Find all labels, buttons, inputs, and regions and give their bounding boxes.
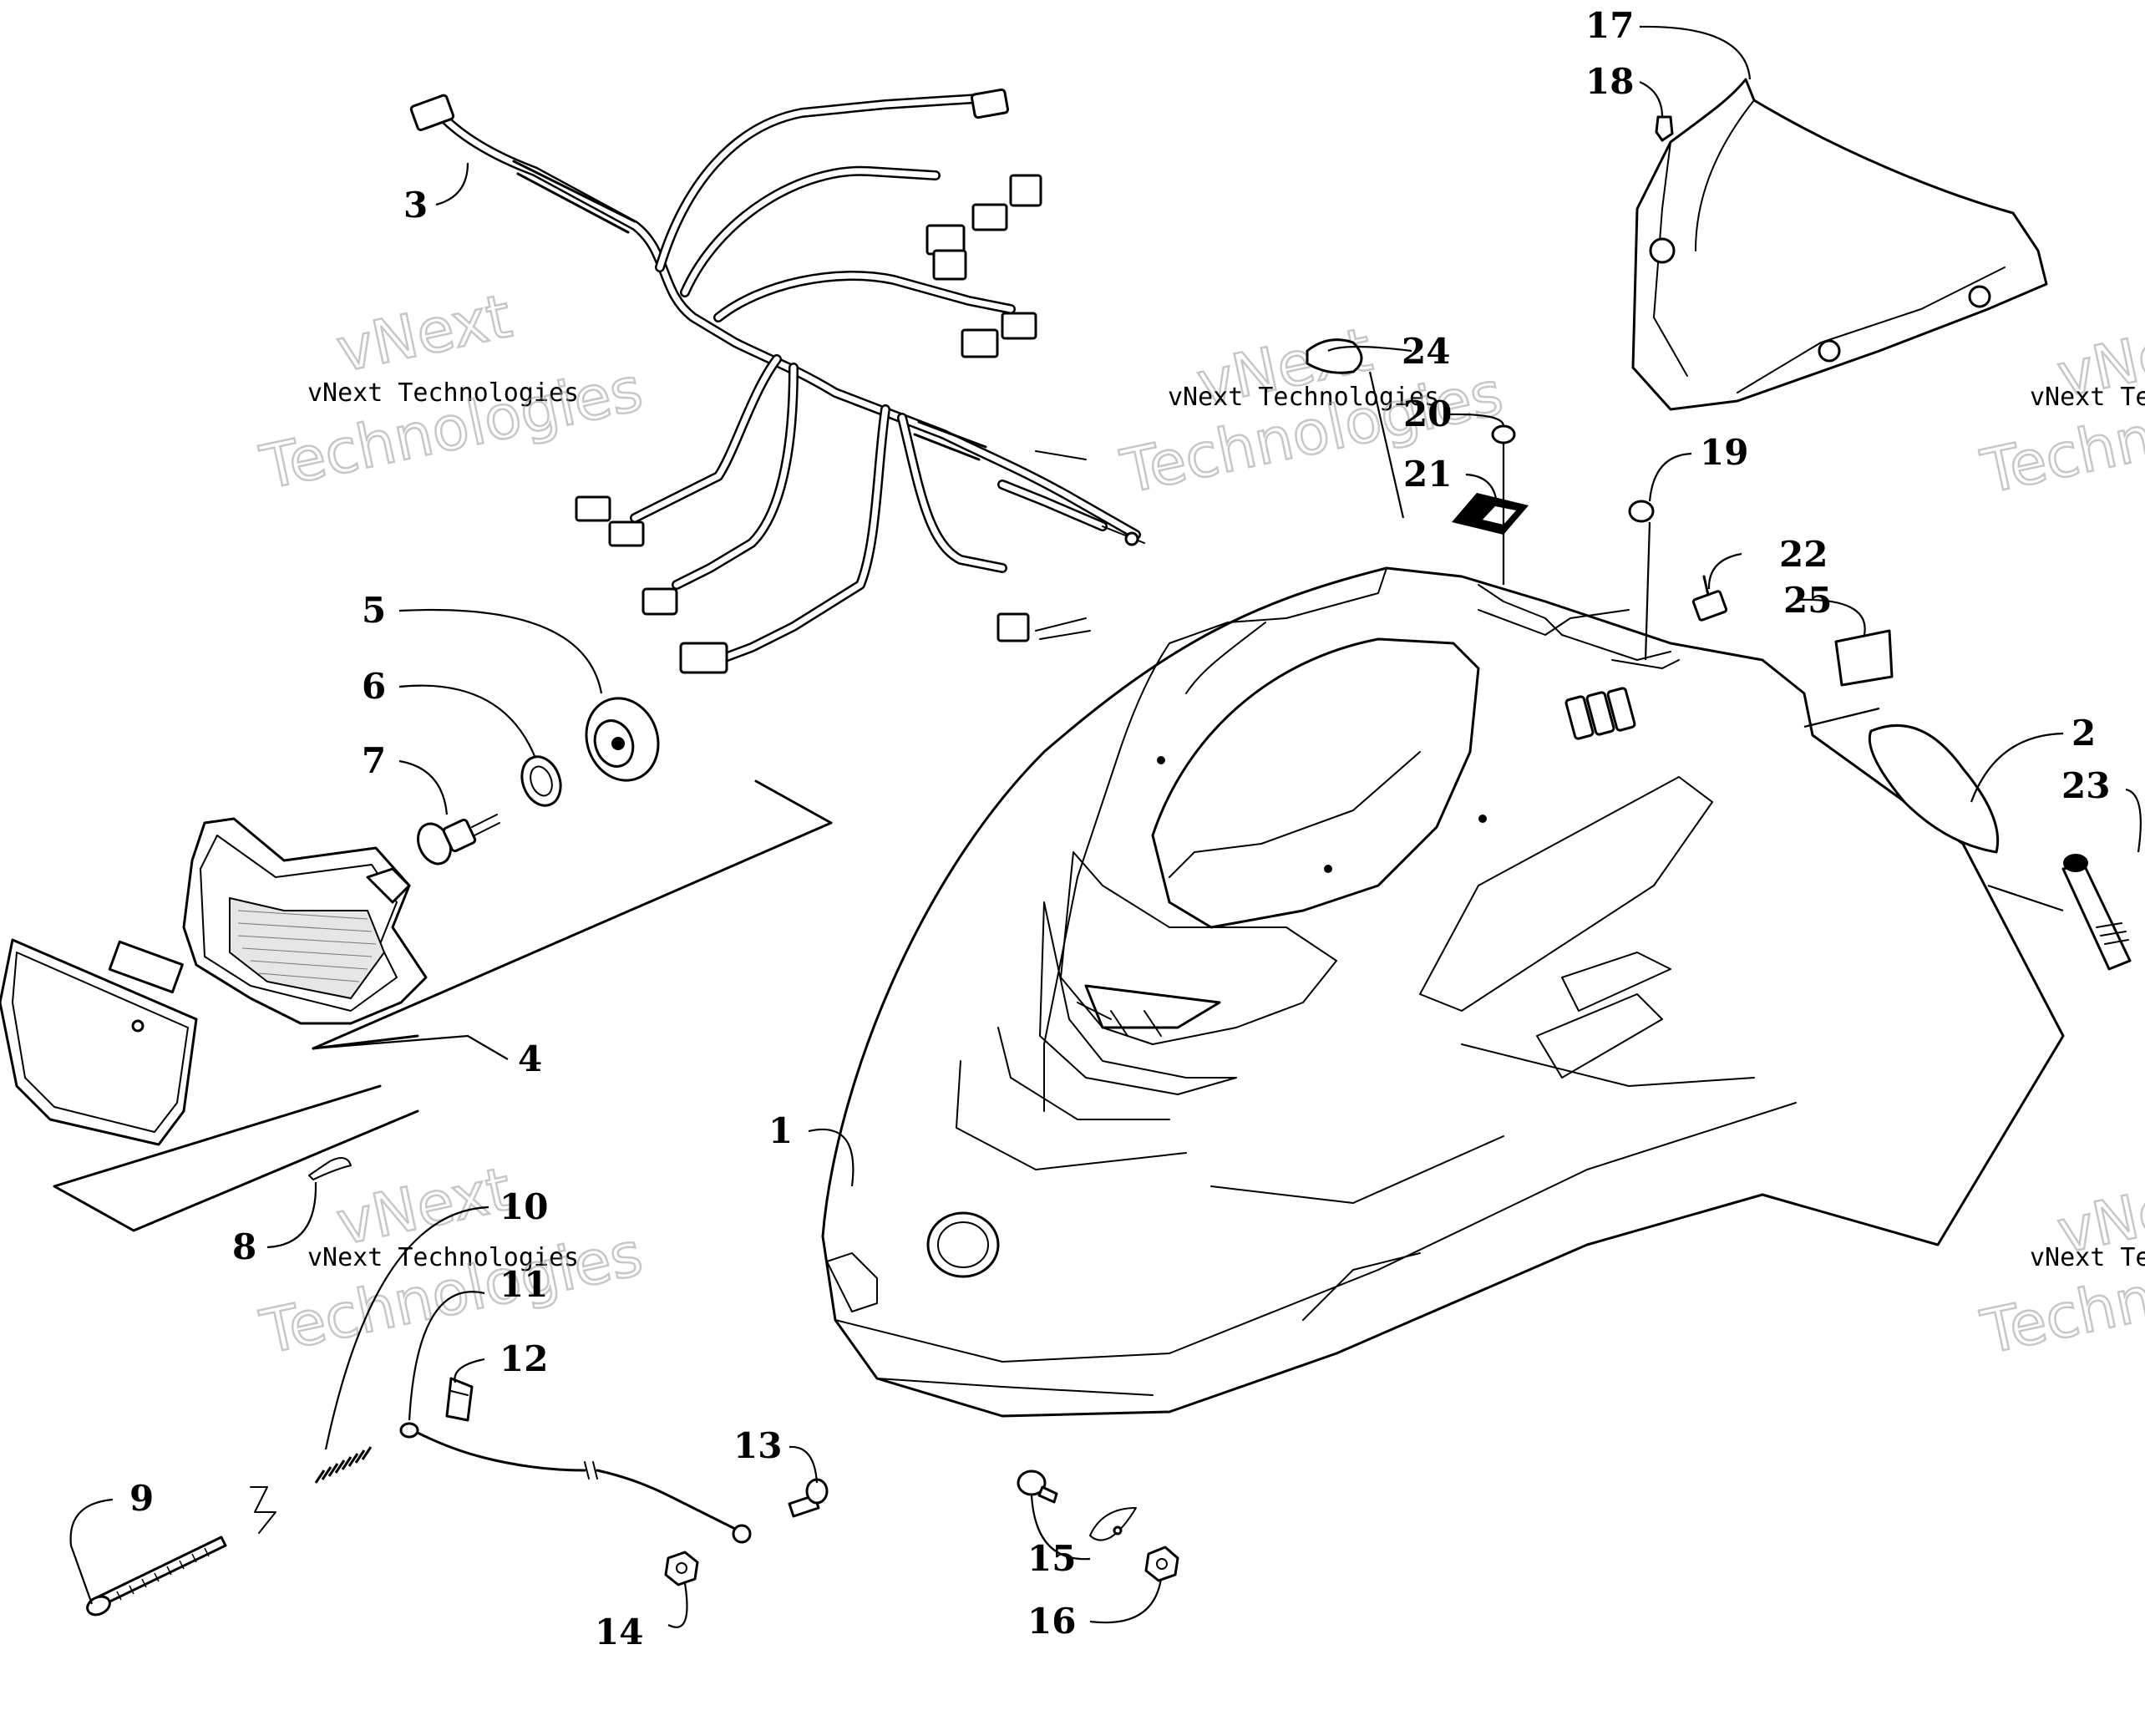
callout-3: 3 — [403, 185, 428, 226]
hood-screw — [1017, 1470, 1058, 1504]
windshield — [1631, 78, 2048, 411]
hex-nut-right — [1144, 1546, 1179, 1582]
watermark-bottom-left: vNext vNext Technologies Technologies — [254, 1152, 649, 1368]
watermark-line2: vNext Technologies — [307, 1243, 579, 1272]
callout-14: 14 — [595, 1612, 643, 1652]
callout-17: 17 — [1585, 5, 1634, 46]
hood — [821, 566, 2065, 1418]
watermark-line2: vNext Technologies — [1168, 383, 1439, 412]
callout-6: 6 — [362, 666, 386, 707]
callout-11: 11 — [499, 1264, 548, 1305]
callout-15: 15 — [1027, 1538, 1076, 1579]
label-decal — [1452, 493, 1529, 535]
callout-21: 21 — [1403, 454, 1452, 495]
shoulder-screw — [788, 1478, 829, 1518]
callout-4: 4 — [518, 1038, 542, 1079]
cable-clip — [445, 1377, 474, 1422]
washer-spacer — [1089, 1507, 1137, 1541]
leader-lines — [69, 25, 2142, 1628]
callout-7: 7 — [362, 740, 386, 781]
watermark-line3: Technologies — [255, 1218, 648, 1368]
callout-22: 22 — [1779, 534, 1828, 575]
compression-spring — [314, 1446, 373, 1484]
headlight-lens — [0, 938, 198, 1146]
callout-12: 12 — [499, 1338, 548, 1379]
callout-24: 24 — [1402, 331, 1450, 372]
long-bolt — [86, 1535, 227, 1617]
callout-25: 25 — [1783, 580, 1832, 621]
callout-1: 1 — [768, 1110, 793, 1151]
watermark-top-left: vNext vNext Technologies Technologies — [254, 279, 649, 504]
callout-20: 20 — [1403, 393, 1452, 434]
callout-23: 23 — [2061, 765, 2110, 806]
watermark-line2: vNext Technologies — [2030, 1243, 2145, 1272]
watermark-line3: Technologies — [255, 353, 648, 503]
control-cable — [399, 1422, 752, 1544]
headlight-housing — [108, 817, 428, 1025]
watermark-line2: vNext Technologies — [2030, 383, 2145, 412]
callout-18: 18 — [1585, 61, 1634, 102]
rectangular-decal — [1834, 629, 1894, 687]
callout-labels: 1 2 3 4 5 6 7 8 9 10 11 12 13 14 15 16 1… — [129, 5, 2110, 1652]
callout-5: 5 — [362, 590, 386, 631]
callout-10: 10 — [499, 1186, 548, 1227]
headlight-dust-cap — [585, 697, 660, 782]
spring-clip — [250, 1486, 276, 1534]
hex-nut-left — [664, 1551, 699, 1586]
vent-louver — [1306, 338, 1363, 374]
callout-19: 19 — [1700, 432, 1748, 473]
callout-16: 16 — [1027, 1601, 1076, 1642]
callout-9: 9 — [129, 1478, 154, 1519]
grommet — [1491, 424, 1516, 444]
adhesive-strip — [2061, 854, 2132, 971]
wiring-harness — [409, 88, 1145, 674]
callout-13: 13 — [733, 1425, 782, 1466]
toggle-switch — [1691, 575, 1728, 622]
watermark-line2: vNext Technologies — [307, 378, 579, 408]
bulb-retaining-ring — [520, 755, 562, 807]
callout-8: 8 — [232, 1226, 256, 1267]
headlight-bulb — [417, 814, 500, 865]
callout-2: 2 — [2071, 713, 2096, 754]
watermark-line1: vNext — [331, 281, 517, 386]
oval-decal — [1868, 723, 2000, 854]
windshield-fastener — [1655, 115, 1674, 142]
retaining-clip — [308, 1157, 352, 1180]
watermark-bottom-right: vNext vNext Technologies Technologies — [1975, 1160, 2145, 1368]
watermark-top-right: vNext vNext Technologies Technologies — [1975, 304, 2145, 508]
rubber-plug — [1628, 500, 1655, 523]
